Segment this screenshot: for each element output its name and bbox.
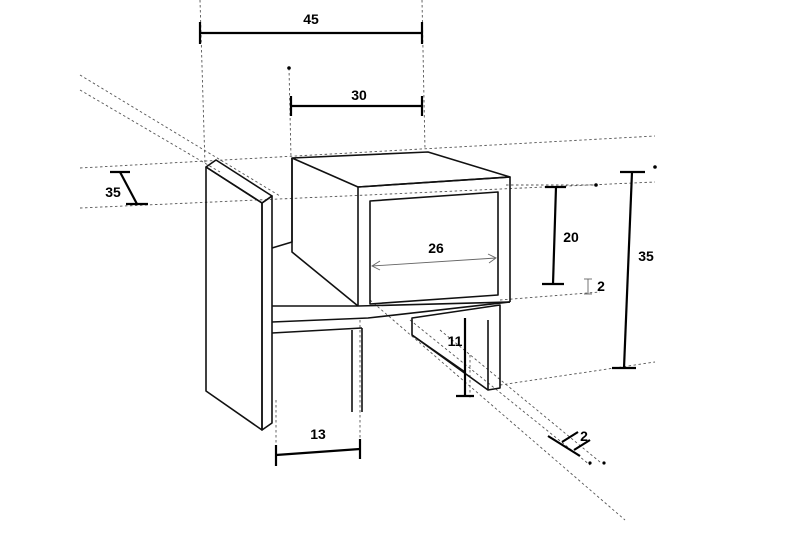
label-shelf-thickness: 2 (597, 278, 605, 294)
label-leg-height: 11 (448, 333, 463, 349)
construction-lines (79, 0, 656, 521)
left-side-panel-edge (261, 195, 273, 431)
dimension-total-height: 35 (612, 165, 657, 370)
dimension-drawer-width: 26 (371, 240, 497, 271)
dimension-box-width: 30 (287, 66, 424, 116)
label-total-width: 45 (303, 11, 319, 27)
label-drawer-width: 26 (428, 240, 444, 256)
label-opening-width: 13 (310, 426, 326, 442)
label-depth: 35 (105, 184, 121, 200)
drawer-front (369, 191, 499, 305)
label-board-thickness: 2 (580, 428, 588, 444)
dimension-depth: 35 (105, 170, 148, 206)
label-drawer-height: 20 (563, 229, 579, 245)
left-side-panel (205, 159, 273, 204)
table-body (205, 151, 511, 431)
dimension-drawer-height: 20 (542, 183, 598, 286)
dimension-board-thickness: 2 (547, 428, 606, 465)
dimension-opening-width: 13 (274, 426, 362, 466)
label-total-height: 35 (638, 248, 654, 264)
right-back-leg (411, 304, 501, 391)
left-side-panel-face (205, 166, 263, 431)
label-box-width: 30 (351, 87, 367, 103)
box-top (291, 151, 511, 188)
shelf-board (271, 301, 511, 323)
dimension-total-width: 45 (198, 11, 424, 44)
dimension-shelf-thickness: 2 (584, 278, 605, 295)
dimension-leg-height: 11 (448, 318, 474, 398)
